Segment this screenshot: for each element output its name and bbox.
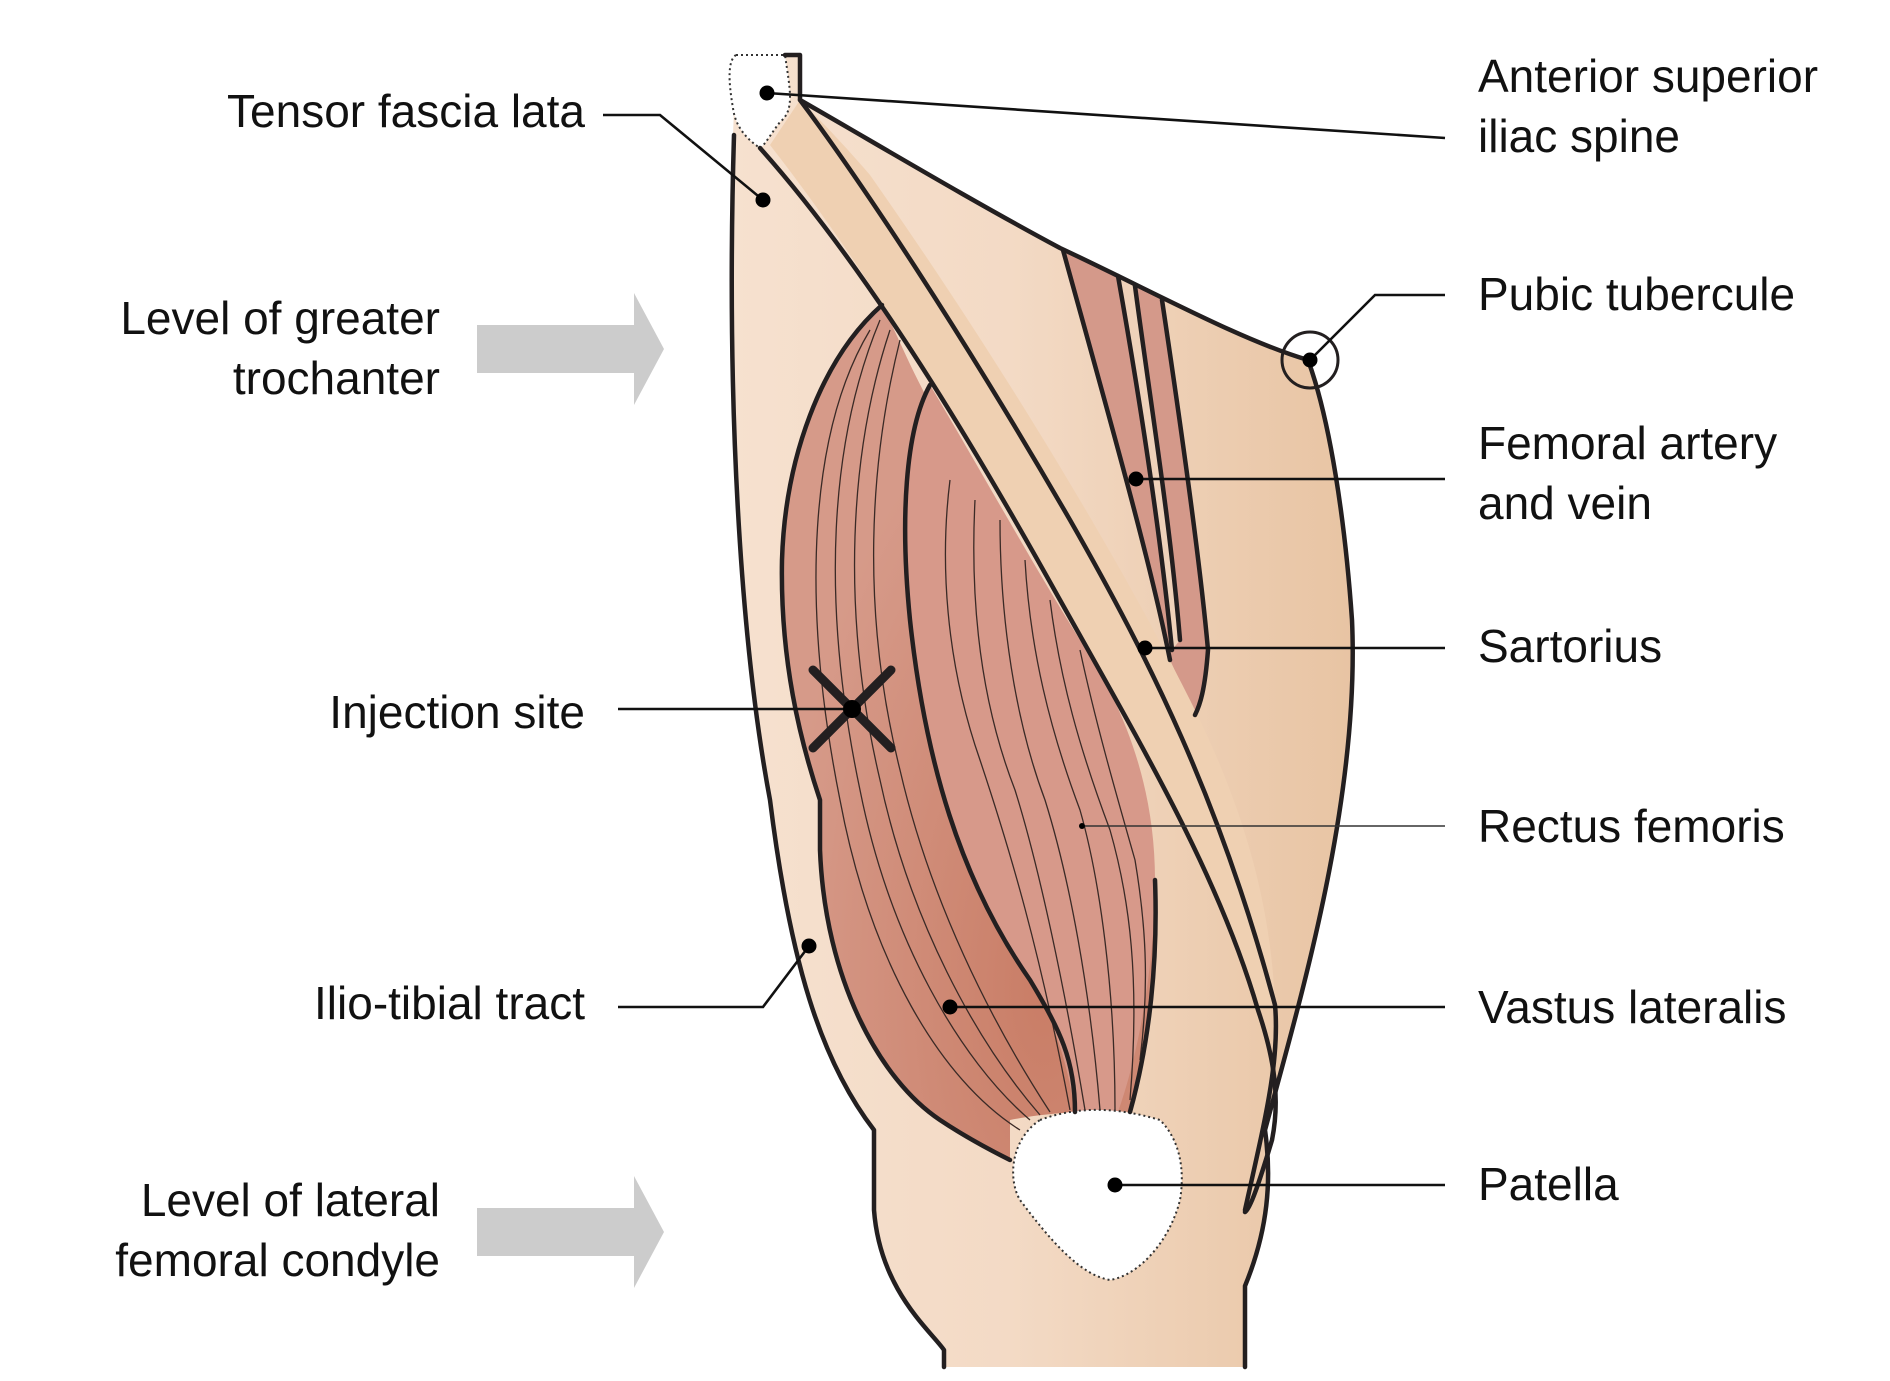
- label-femoral-line2: and vein: [1478, 477, 1652, 529]
- label-greater-trochanter-line1: Level of greater: [120, 292, 440, 344]
- label-injection-site: Injection site: [329, 686, 585, 738]
- label-lateral-condyle-line2: femoral condyle: [115, 1234, 440, 1286]
- asis-landmark: [728, 54, 791, 150]
- label-vastus-lateralis: Vastus lateralis: [1478, 981, 1787, 1033]
- label-greater-trochanter-line2: trochanter: [233, 352, 440, 404]
- rectus-femoris-muscle: [905, 385, 1155, 1112]
- outlines: [729, 52, 1355, 1370]
- label-iliotibial-tract: Ilio-tibial tract: [314, 977, 585, 1029]
- label-asis-line2: iliac spine: [1478, 110, 1680, 162]
- label-asis-line1: Anterior superior: [1478, 50, 1818, 102]
- sartorius-muscle: [770, 100, 1275, 1010]
- patella: [1012, 1108, 1183, 1282]
- pointer-dots: [755, 85, 1318, 1193]
- label-lateral-condyle-line1: Level of lateral: [141, 1174, 440, 1226]
- circle-marker-icon: [1280, 330, 1340, 390]
- right-arrow-icon: [477, 1176, 664, 1288]
- vastus-fibers: [815, 319, 1147, 1131]
- label-sartorius: Sartorius: [1478, 620, 1662, 672]
- leader-lines: [603, 91, 1446, 1187]
- label-femoral-line1: Femoral artery: [1478, 417, 1777, 469]
- label-tensor-fascia-lata: Tensor fascia lata: [227, 85, 585, 137]
- label-pubic-tubercule: Pubic tubercule: [1478, 268, 1795, 320]
- right-arrow-icon: [477, 293, 664, 405]
- label-rectus-femoris: Rectus femoris: [1478, 800, 1785, 852]
- label-patella: Patella: [1478, 1158, 1619, 1210]
